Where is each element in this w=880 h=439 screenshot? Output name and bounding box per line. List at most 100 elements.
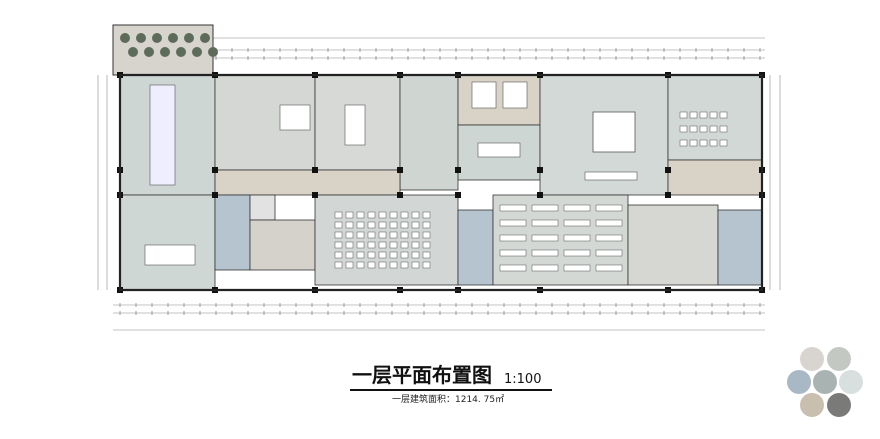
lecture-chair [367, 221, 376, 229]
room-east-office [627, 204, 719, 286]
stair-west [214, 194, 251, 271]
training-seat [699, 139, 708, 147]
lecture-chair [389, 221, 398, 229]
training-seat [719, 125, 728, 133]
training-seat [709, 111, 718, 119]
lecture-chair [400, 231, 409, 239]
lecture-chair [411, 231, 420, 239]
classroom-desk [563, 204, 591, 212]
training-seat [689, 125, 698, 133]
classroom-desk [531, 249, 559, 257]
classroom-desk [499, 204, 527, 212]
shrub [144, 47, 154, 57]
classroom-desk [563, 249, 591, 257]
lecture-chair [334, 211, 343, 219]
lecture-chair [356, 231, 365, 239]
lecture-chair [334, 261, 343, 269]
color-swatch [813, 370, 837, 394]
shrub [200, 33, 210, 43]
planter-shrubs [120, 33, 218, 57]
lecture-chair [345, 251, 354, 259]
shrub [176, 47, 186, 57]
lecture-chair [378, 241, 387, 249]
shrub [152, 33, 162, 43]
office-desk-row [149, 84, 176, 186]
lecture-chair [367, 231, 376, 239]
classroom-desk [595, 249, 623, 257]
color-swatch [827, 347, 851, 371]
lecture-chair [356, 251, 365, 259]
classroom-desk [531, 234, 559, 242]
lecture-chair [400, 261, 409, 269]
lecture-chair [422, 251, 431, 259]
column [537, 192, 543, 198]
column [455, 167, 461, 173]
outer-wall [118, 73, 764, 292]
lecture-chair [389, 211, 398, 219]
training-seat [689, 139, 698, 147]
lecture-chair [411, 241, 420, 249]
room-display [457, 74, 541, 126]
color-swatch [800, 347, 824, 371]
elevator [249, 194, 276, 221]
color-swatch [800, 393, 824, 417]
lecture-chair [367, 211, 376, 219]
reception-desk [584, 171, 638, 181]
training-seat [689, 111, 698, 119]
lecture-chair [345, 231, 354, 239]
classroom-desk [595, 264, 623, 272]
training-seat [699, 125, 708, 133]
drawing-title: 一层平面布置图 [352, 363, 492, 387]
shrub [120, 33, 130, 43]
sofa-set [279, 104, 311, 131]
lecture-chair [422, 231, 431, 239]
shrub [136, 33, 146, 43]
lecture-chair [334, 231, 343, 239]
furniture [144, 81, 728, 272]
training-seat [679, 139, 688, 147]
lecture-chair [378, 231, 387, 239]
shrub [128, 47, 138, 57]
classroom-desk [499, 264, 527, 272]
room-lecture [314, 194, 459, 286]
training-seat [719, 111, 728, 119]
column [212, 167, 218, 173]
column [312, 167, 318, 173]
color-swatch [787, 370, 811, 394]
lecture-chair [422, 261, 431, 269]
column [397, 167, 403, 173]
lecture-chair [367, 241, 376, 249]
stair-east [717, 209, 763, 286]
stair-central [457, 209, 494, 286]
shrub [160, 47, 170, 57]
classroom-desk [531, 264, 559, 272]
column [665, 167, 671, 173]
training-seat [709, 125, 718, 133]
lecture-chair [378, 261, 387, 269]
classroom-desk [595, 204, 623, 212]
lecture-chair [345, 241, 354, 249]
lecture-chair [389, 231, 398, 239]
lecture-chair [334, 241, 343, 249]
display-table [502, 81, 528, 109]
classroom-desk [563, 219, 591, 227]
lecture-chair [411, 251, 420, 259]
training-seat [709, 139, 718, 147]
lecture-chair [356, 211, 365, 219]
rooms [119, 74, 763, 291]
dimension-lines [97, 37, 781, 331]
lecture-chair [367, 251, 376, 259]
lecture-chair [389, 251, 398, 259]
classroom-desk [563, 234, 591, 242]
classroom-desk [499, 219, 527, 227]
exhibit-platform [592, 111, 636, 153]
training-seat [719, 139, 728, 147]
lecture-chair [378, 251, 387, 259]
shrub [208, 47, 218, 57]
classroom-desk [595, 234, 623, 242]
lecture-chair [345, 261, 354, 269]
lecture-chair [400, 211, 409, 219]
workstation [144, 244, 196, 266]
tea-table [344, 104, 366, 146]
training-seat [679, 125, 688, 133]
